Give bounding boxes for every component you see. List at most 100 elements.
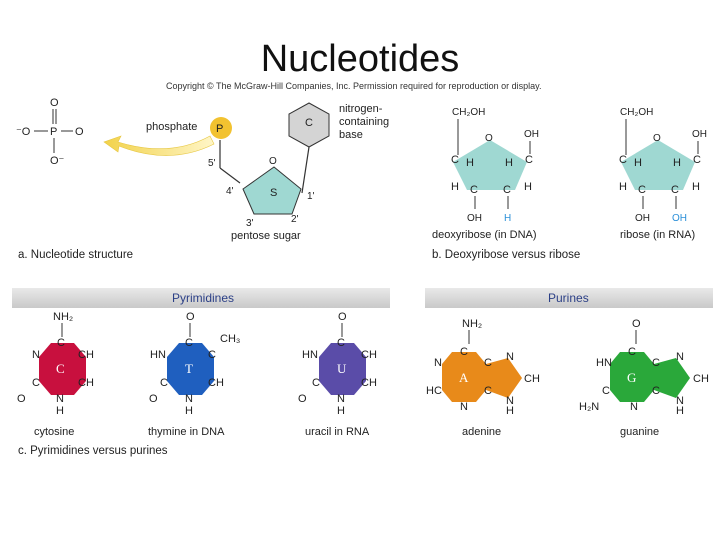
thymine-o-top: O (186, 311, 195, 323)
deoxyribose-c3: C (470, 184, 478, 196)
guanine-amine: H₂N (579, 401, 599, 413)
carbon-2-label: 2' (291, 214, 299, 225)
sugar-label: pentose sugar (231, 230, 301, 242)
deoxyribose-c4: C (451, 154, 459, 166)
ribose-c4: C (619, 154, 627, 166)
thymine-c-left: C (160, 377, 168, 389)
sugar-pentagon (242, 166, 302, 215)
adenine-top: NH₂ (462, 318, 482, 330)
ribose-c1: C (693, 154, 701, 166)
thymine-structure: O CH₃ C HN C CH C O N H T (149, 311, 240, 417)
phosphate-p: P (50, 126, 57, 138)
phosphate-label: phosphate (146, 121, 197, 133)
caption-a: a. Nucleotide structure (18, 249, 133, 261)
adenine-structure: NH₂ C N C N CH HC C N N H A (426, 318, 540, 417)
adenine-n-five: N (506, 351, 514, 363)
deoxyribose-structure: CH₂OH O OH C C H H H H C C OH H (451, 107, 539, 224)
phosphate-symbol: P (216, 123, 223, 135)
deoxyribose-label: deoxyribose (in DNA) (432, 229, 537, 241)
uracil-o-bottom: O (298, 393, 307, 405)
deoxyribose-h4: H (466, 157, 474, 169)
carbon-1-label: 1' (307, 191, 315, 202)
adenine-n-h: N (506, 395, 514, 407)
thymine-c-right: C (208, 349, 216, 361)
copyright-notice: Copyright © The McGraw-Hill Companies, I… (166, 81, 542, 91)
phosphate-group: O ⁻O P O O⁻ (16, 97, 84, 167)
phosphate-o-left: ⁻O (16, 126, 31, 138)
ribose-ch2oh: CH₂OH (620, 107, 653, 118)
thymine-label: thymine in DNA (148, 426, 225, 438)
thymine-hn: HN (150, 349, 166, 361)
caption-c: c. Pyrimidines versus purines (18, 445, 168, 457)
carbon-5-label: 5' (208, 158, 216, 169)
guanine-hn: HN (596, 357, 612, 369)
deoxyribose-h-bottom: H (504, 213, 511, 224)
carbon-4-label: 4' (226, 186, 234, 197)
adenine-hc: HC (426, 385, 442, 397)
guanine-symbol: G (627, 370, 636, 385)
guanine-h: H (676, 405, 684, 417)
ribose-ring-o: O (653, 133, 661, 144)
guanine-n-five: N (676, 351, 684, 363)
ribose-h1b: H (692, 181, 700, 193)
base-label-line2: containing (339, 116, 389, 128)
uracil-label: uracil in RNA (305, 426, 370, 438)
cytosine-n-left: N (32, 349, 40, 361)
ribose-h1: H (673, 157, 681, 169)
base-label-line1: nitrogen- (339, 103, 383, 115)
ribose-h4: H (634, 157, 642, 169)
guanine-c-right: C (652, 357, 660, 369)
thymine-symbol: T (185, 361, 193, 376)
cytosine-n-bottom: N (56, 393, 64, 405)
phosphate-circle (210, 117, 232, 139)
adenine-symbol: A (459, 370, 469, 385)
carbon-3-label: 3' (246, 218, 254, 229)
thymine-o-bottom: O (149, 393, 158, 405)
guanine-c-left: C (602, 385, 610, 397)
cytosine-c-left: C (32, 377, 40, 389)
pyrimidines-bar (12, 288, 390, 308)
ribose-c3: C (638, 184, 646, 196)
deoxyribose-oh-right: OH (524, 129, 539, 140)
purines-title: Purines (548, 291, 589, 305)
deoxyribose-h1: H (505, 157, 513, 169)
uracil-h: H (337, 405, 345, 417)
uracil-o-top: O (338, 311, 347, 323)
guanine-o: O (632, 318, 641, 330)
pyrimidines-title: Pyrimidines (172, 291, 234, 305)
adenine-n-left: N (434, 357, 442, 369)
uracil-c-left: C (312, 377, 320, 389)
phosphate-o-bottom: O⁻ (50, 155, 65, 167)
adenine-c-bottom: C (484, 385, 492, 397)
guanine-c-top: C (628, 346, 636, 358)
thymine-n: N (185, 393, 193, 405)
phosphate-o-top: O (50, 97, 59, 109)
deoxyribose-ring-o: O (485, 133, 493, 144)
curved-arrow-icon (103, 135, 215, 156)
deoxyribose-ch2oh: CH₂OH (452, 107, 485, 118)
thymine-methyl: CH₃ (220, 333, 240, 345)
deoxyribose-c2: C (503, 184, 511, 196)
guanine-n-h: N (676, 395, 684, 407)
ribose-label: ribose (in RNA) (620, 229, 695, 241)
adenine-c-top: C (460, 346, 468, 358)
deoxyribose-oh-bottom: OH (467, 213, 482, 224)
adenine-c-right: C (484, 357, 492, 369)
cytosine-label: cytosine (34, 426, 74, 438)
guanine-n-bottom: N (630, 401, 638, 413)
guanine-label: guanine (620, 426, 659, 438)
cytosine-c-top: C (57, 337, 65, 349)
thymine-c-top: C (185, 337, 193, 349)
ribose-h4b: H (619, 181, 627, 193)
ring-oxygen-label: O (269, 156, 277, 167)
deoxyribose-h1b: H (524, 181, 532, 193)
ribose-oh-right: OH (692, 129, 707, 140)
adenine-h: H (506, 405, 514, 417)
uracil-ch-top: CH (361, 349, 377, 361)
phosphate-o-right: O (75, 126, 84, 138)
thymine-h: H (185, 405, 193, 417)
ribose-c2: C (671, 184, 679, 196)
deoxyribose-c1: C (525, 154, 533, 166)
cytosine-h: H (56, 405, 64, 417)
